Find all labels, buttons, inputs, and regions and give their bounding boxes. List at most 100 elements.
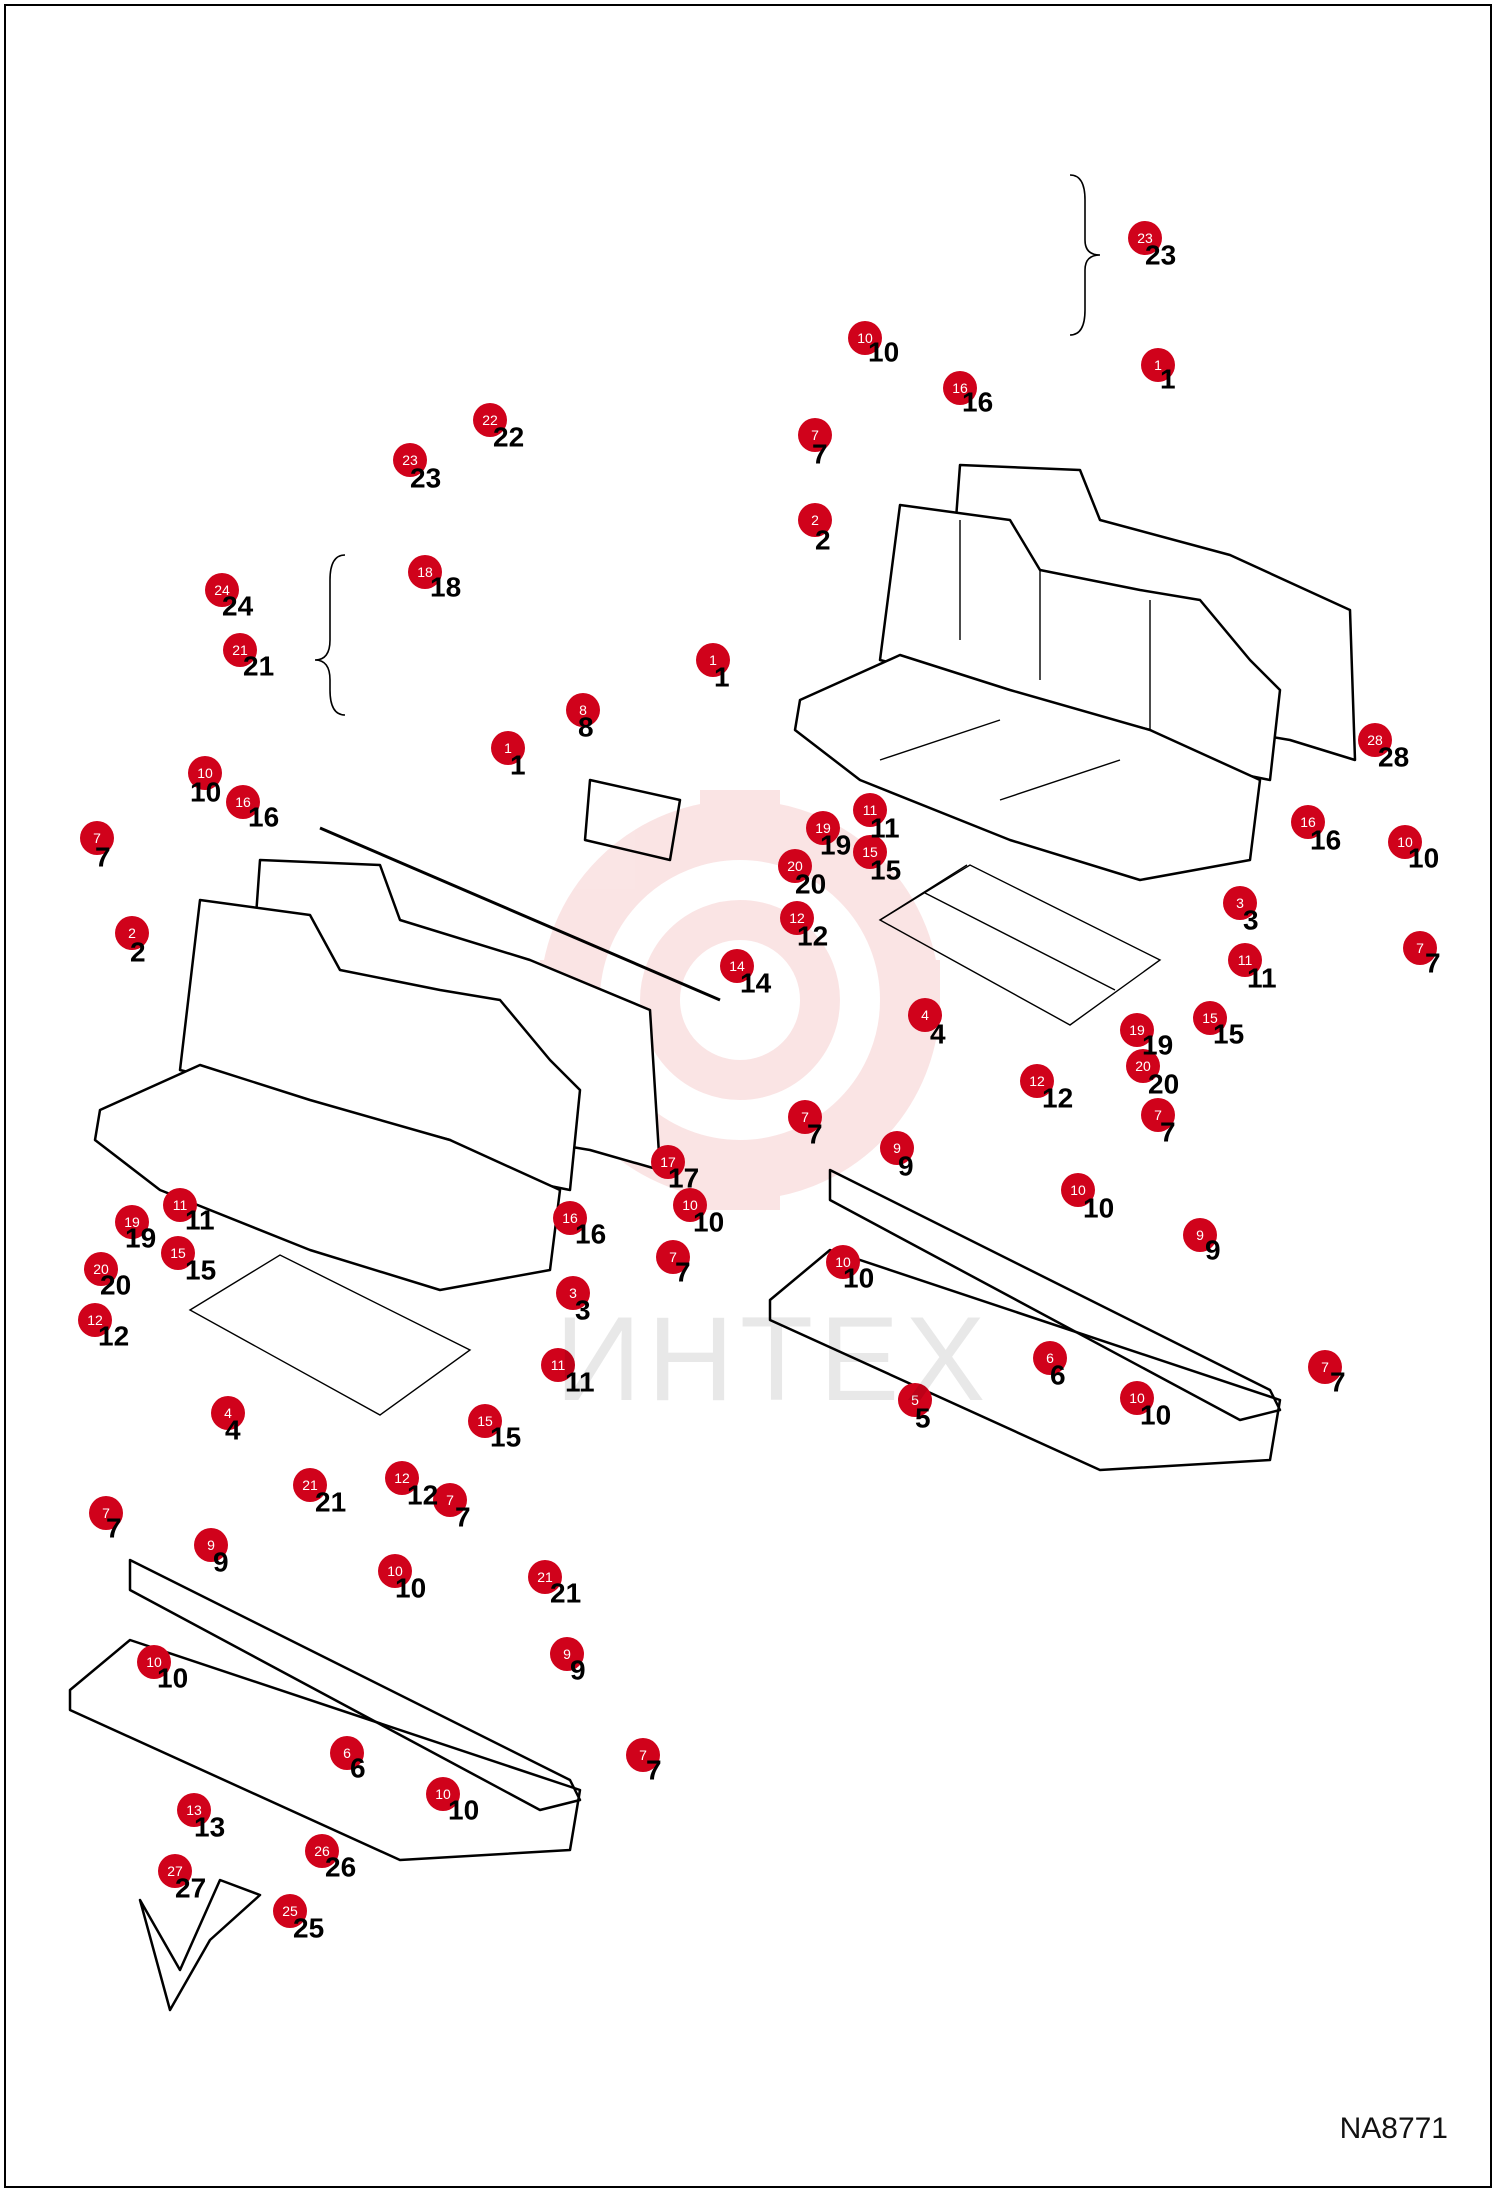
callout-7: 7 xyxy=(89,1496,123,1530)
part-number-label: 7 xyxy=(455,1502,471,1533)
callout-6: 6 xyxy=(330,1736,364,1770)
callout-number: 26 xyxy=(314,1843,330,1859)
callout-circle xyxy=(550,1637,584,1671)
callout-7: 7 xyxy=(1403,931,1437,965)
callout-number: 7 xyxy=(102,1505,110,1521)
part-number-label: 6 xyxy=(350,1753,366,1784)
callout-circle xyxy=(161,1236,195,1270)
part-number-label: 20 xyxy=(1148,1069,1179,1100)
callout-number: 15 xyxy=(170,1245,186,1261)
callout-number: 25 xyxy=(282,1903,298,1919)
callout-number: 10 xyxy=(387,1563,403,1579)
part-number-label: 10 xyxy=(157,1663,188,1694)
callout-10: 10 xyxy=(826,1245,860,1279)
callout-number: 9 xyxy=(893,1140,901,1156)
callout-circle xyxy=(433,1483,467,1517)
callout-number: 9 xyxy=(563,1646,571,1662)
callout-7: 7 xyxy=(788,1100,822,1134)
part-number-label: 14 xyxy=(740,968,772,999)
callout-circle xyxy=(848,321,882,355)
part-number-label: 3 xyxy=(1243,905,1259,936)
callout-4: 4 xyxy=(908,998,942,1032)
callout-number: 6 xyxy=(1046,1350,1054,1366)
callout-6: 6 xyxy=(1033,1341,1067,1375)
part-number-label: 21 xyxy=(243,651,274,682)
callout-circle xyxy=(1403,931,1437,965)
part-number-label: 10 xyxy=(1140,1400,1171,1431)
callout-number: 11 xyxy=(863,802,878,818)
callout-circle xyxy=(898,1383,932,1417)
callout-11: 11 xyxy=(1228,943,1262,977)
callout-2: 2 xyxy=(798,503,832,537)
diagram-code: NA8771 xyxy=(1339,2112,1448,2145)
callout-22: 22 xyxy=(473,403,507,437)
callout-circle xyxy=(84,1252,118,1286)
callout-circle xyxy=(426,1777,460,1811)
part-number-label: 15 xyxy=(1213,1019,1244,1050)
callout-number: 9 xyxy=(1196,1227,1204,1243)
callout-number: 4 xyxy=(224,1405,232,1421)
callout-26: 26 xyxy=(305,1834,339,1868)
part-number-label: 7 xyxy=(1160,1117,1176,1148)
callout-9: 9 xyxy=(194,1528,228,1562)
callout-circle xyxy=(566,693,600,727)
callout-10: 10 xyxy=(673,1188,707,1222)
callout-number: 5 xyxy=(911,1392,919,1408)
callout-circle xyxy=(1061,1173,1095,1207)
callout-28: 28 xyxy=(1358,723,1392,757)
callout-15: 15 xyxy=(1193,1001,1227,1035)
callout-number: 1 xyxy=(709,652,717,668)
callout-number: 12 xyxy=(394,1470,410,1486)
callout-number: 10 xyxy=(197,765,213,781)
part-number-label: 16 xyxy=(248,802,279,833)
part-number-label: 10 xyxy=(1083,1193,1114,1224)
callout-circle xyxy=(528,1560,562,1594)
callout-number: 7 xyxy=(669,1249,677,1265)
part-number-label: 13 xyxy=(194,1812,225,1843)
callout-number: 3 xyxy=(1236,895,1244,911)
callout-circle xyxy=(778,849,812,883)
callout-number: 10 xyxy=(1129,1390,1145,1406)
callout-circle xyxy=(696,643,730,677)
part-number-label: 19 xyxy=(1142,1030,1173,1061)
callout-number: 13 xyxy=(186,1802,202,1818)
callout-19: 19 xyxy=(806,811,840,845)
callout-number: 20 xyxy=(787,858,803,874)
callout-circle xyxy=(491,731,525,765)
callout-20: 20 xyxy=(1126,1049,1160,1083)
callout-number: 1 xyxy=(504,740,512,756)
callout-number: 2 xyxy=(811,512,819,528)
callout-number: 11 xyxy=(173,1197,188,1213)
callout-circle xyxy=(853,793,887,827)
part-number-label: 19 xyxy=(820,830,851,861)
part-number-label: 12 xyxy=(1042,1083,1073,1114)
callout-circle xyxy=(115,916,149,950)
callout-circle xyxy=(1141,1098,1175,1132)
callout-21: 21 xyxy=(528,1560,562,1594)
part-number-label: 4 xyxy=(930,1019,946,1050)
callout-23: 23 xyxy=(1128,221,1162,255)
callout-number: 24 xyxy=(214,582,230,598)
callout-circle xyxy=(385,1461,419,1495)
callout-number: 7 xyxy=(93,830,101,846)
curly-bracket-right xyxy=(1069,174,1101,336)
part-number-label: 16 xyxy=(575,1219,606,1250)
callout-19: 19 xyxy=(1120,1013,1154,1047)
callout-7: 7 xyxy=(1141,1098,1175,1132)
callout-number: 21 xyxy=(302,1477,318,1493)
callout-circle xyxy=(137,1645,171,1679)
callout-11: 11 xyxy=(163,1188,197,1222)
callout-circle xyxy=(80,821,114,855)
part-number-label: 1 xyxy=(714,662,730,693)
callout-circle xyxy=(673,1188,707,1222)
callout-number: 4 xyxy=(921,1007,929,1023)
part-number-label: 21 xyxy=(315,1487,346,1518)
callout-12: 12 xyxy=(385,1461,419,1495)
callout-circle xyxy=(1141,348,1175,382)
callout-number: 16 xyxy=(562,1210,578,1226)
callout-circle xyxy=(1126,1049,1160,1083)
left-seat-grid xyxy=(188,1254,472,1416)
callout-3: 3 xyxy=(1223,886,1257,920)
callout-circle xyxy=(908,998,942,1032)
